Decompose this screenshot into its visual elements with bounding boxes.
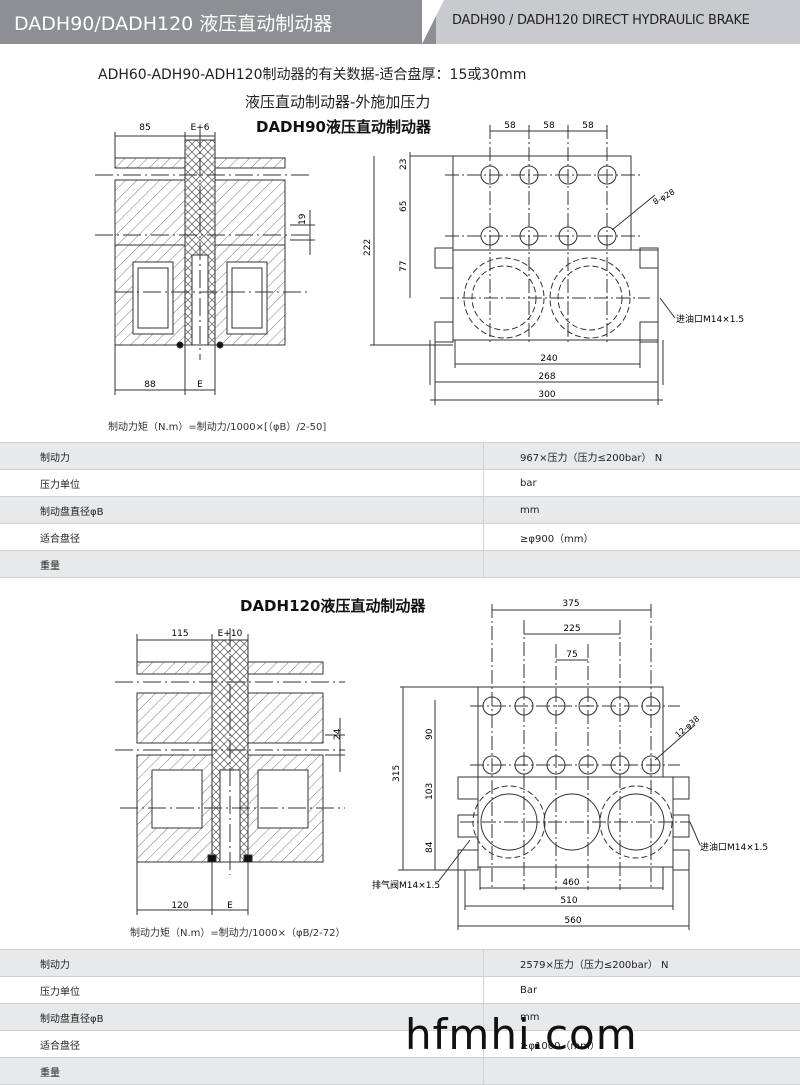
dadh90-formula: 制动力矩（N.m）=制动力/1000×[（φB）/2-50] [108,418,326,433]
dim-e-120: E [227,901,233,911]
dim-85: 85 [139,123,150,133]
watermark: hfmhi.com [405,1010,638,1059]
dim-375: 375 [562,599,579,609]
dim-23: 23 [399,159,409,170]
row-label: 适合盘径 [0,524,484,551]
dim-115: 115 [171,629,188,639]
dim-58a: 58 [504,121,516,131]
dim-75: 75 [566,650,577,660]
table-row: 重量 [0,551,800,578]
dim-90: 90 [425,728,435,740]
dim-510: 510 [560,896,577,906]
dim-315: 315 [392,765,402,782]
dim-24: 24 [333,728,343,740]
holes-label-120: 12-φ38 [674,714,702,739]
row-value: Bar [484,977,800,1004]
dim-300: 300 [538,390,555,400]
dim-58b: 58 [543,121,555,131]
dadh90-drawing: 85 E+6 19 88 E [0,0,800,440]
dim-88: 88 [144,380,156,390]
row-value: ≥φ900（mm） [484,524,800,551]
dim-225: 225 [563,624,580,634]
table-row: 适合盘径≥φ900（mm） [0,524,800,551]
dadh120-drawing: 115 E+10 24 120 E [0,590,800,945]
dim-560: 560 [564,916,581,926]
inlet-label: 进油口M14×1.5 [676,313,744,325]
row-value: bar [484,470,800,497]
dim-e: E [197,380,203,390]
dadh90-front-view [370,125,675,405]
dim-84: 84 [425,841,435,853]
table-row: 重量 [0,1058,800,1085]
row-value: mm [484,497,800,524]
dim-65: 65 [399,201,409,212]
row-value: 967×压力（压力≤200bar） N [484,443,800,470]
dim-77: 77 [399,261,409,272]
row-label: 重量 [0,1058,484,1085]
dadh90-side-view [95,130,315,395]
row-label: 压力单位 [0,470,484,497]
row-value [484,1058,800,1085]
table-row: 适合盘径≥φ1000（mm） [0,1031,800,1058]
row-label: 重量 [0,551,484,578]
dim-120: 120 [171,901,188,911]
bleed-valve-label: 排气阀M14×1.5 [372,879,440,891]
row-value [484,551,800,578]
row-label: 制动盘直径φB [0,497,484,524]
dim-460: 460 [562,878,579,888]
dadh120-front-view [398,604,700,930]
dim-58c: 58 [582,121,594,131]
row-label: 制动力 [0,443,484,470]
dadh120-formula: 制动力矩（N.m）=制动力/1000×（φB/2-72） [130,924,346,939]
row-value: 2579×压力（压力≤200bar） N [484,950,800,977]
inlet-label-120: 进油口M14×1.5 [700,841,768,853]
dim-e10: E+10 [218,629,243,639]
dim-240: 240 [540,354,557,364]
dim-222: 222 [363,239,373,256]
dim-268: 268 [538,372,555,382]
dadh120-side-view [115,628,345,915]
row-label: 压力单位 [0,977,484,1004]
row-label: 制动力 [0,950,484,977]
dim-e6: E+6 [191,123,210,133]
holes-label: 8-φ28 [652,187,677,207]
dim-103: 103 [425,783,435,800]
dim-19: 19 [298,213,308,225]
